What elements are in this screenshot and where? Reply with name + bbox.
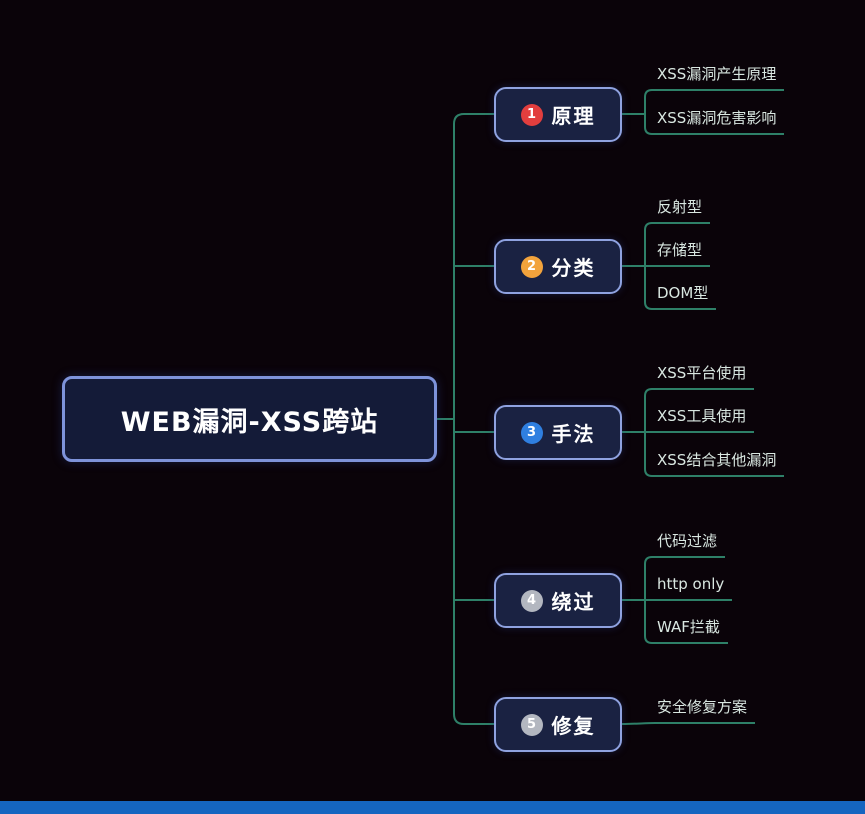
branch-topic-bypass[interactable]: 4 绕过 <box>494 573 622 628</box>
root-topic-label: WEB漏洞-XSS跨站 <box>120 406 379 438</box>
leaf-topic[interactable]: DOM型 <box>655 282 717 310</box>
leaf-topic[interactable]: 代码过滤 <box>655 530 726 558</box>
leaf-topic[interactable]: 反射型 <box>655 196 711 224</box>
leaf-topic[interactable]: XSS平台使用 <box>655 362 755 390</box>
branch-label: 绕过 <box>551 590 596 614</box>
number-5-badge: 5 <box>520 713 543 736</box>
leaf-topic[interactable]: XSS漏洞危害影响 <box>655 107 785 135</box>
branch-label: 修复 <box>551 714 596 738</box>
branch-label: 分类 <box>551 256 596 280</box>
leaf-topic[interactable]: XSS结合其他漏洞 <box>655 449 785 477</box>
branch-topic-fix[interactable]: 5 修复 <box>494 697 622 752</box>
branch-label: 原理 <box>551 104 596 128</box>
connector-branch4-bracket <box>644 556 656 644</box>
branch-label: 手法 <box>551 422 596 446</box>
number-4-badge: 4 <box>520 589 543 612</box>
branch-topic-classification[interactable]: 2 分类 <box>494 239 622 294</box>
connector-branch3-bracket <box>644 388 656 477</box>
branch-topic-technique[interactable]: 3 手法 <box>494 405 622 460</box>
connector-branch1-bracket <box>644 89 656 135</box>
branch-topic-principle[interactable]: 1 原理 <box>494 87 622 142</box>
leaf-topic[interactable]: http only <box>655 573 733 601</box>
leaf-topic[interactable]: WAF拦截 <box>655 616 728 644</box>
connector-branch2-bracket <box>644 222 656 310</box>
root-topic[interactable]: WEB漏洞-XSS跨站 <box>62 376 437 462</box>
connector-trunk <box>453 113 495 725</box>
leaf-topic[interactable]: XSS漏洞产生原理 <box>655 63 785 91</box>
bottom-edge-bar <box>0 801 865 814</box>
connector-branch5-stub <box>621 722 656 725</box>
leaf-topic[interactable]: 安全修复方案 <box>655 696 756 724</box>
number-3-badge: 3 <box>520 421 543 444</box>
leaf-topic[interactable]: XSS工具使用 <box>655 405 755 433</box>
number-2-badge: 2 <box>520 255 543 278</box>
leaf-topic[interactable]: 存储型 <box>655 239 711 267</box>
number-1-badge: 1 <box>520 103 543 126</box>
